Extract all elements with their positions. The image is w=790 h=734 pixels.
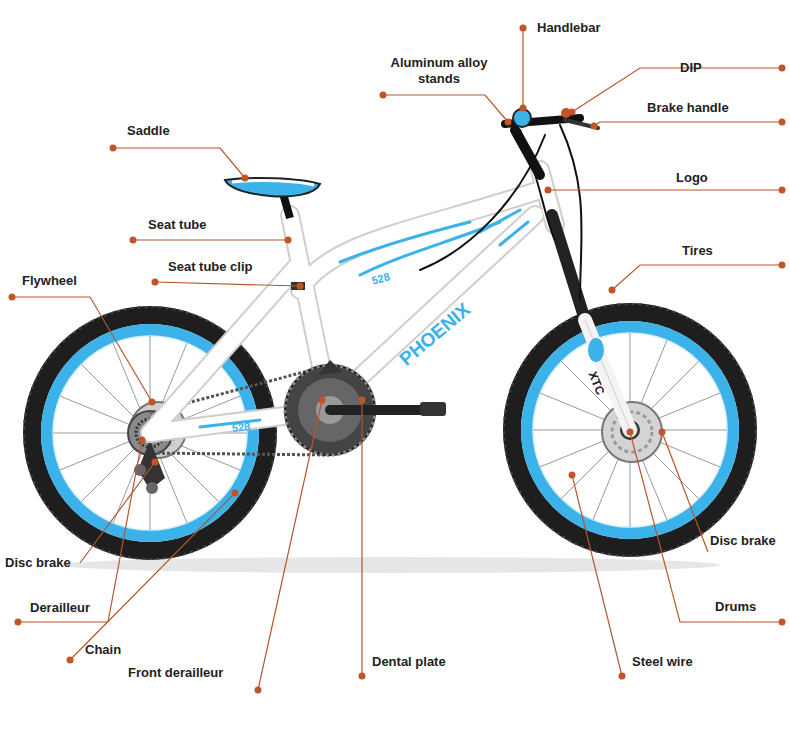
part-label: Logo [676,170,708,186]
model-number: 528 [231,421,250,434]
part-label: Derailleur [30,600,90,616]
part-label: Brake handle [647,100,729,116]
part-label: Disc brake [5,555,71,571]
rear-derailleur [134,440,165,494]
part-label: Chain [85,642,121,658]
front-wheel [504,304,756,556]
part-label: Seat tube clip [168,259,253,275]
part-label: Dental plate [372,654,446,670]
part-label: Steel wire [632,654,693,670]
part-label: Flywheel [22,273,77,289]
part-label: Seat tube [148,217,207,233]
part-label: Handlebar [537,20,601,36]
part-label: Drums [715,599,756,615]
part-label: Tires [682,243,713,259]
crankset [285,360,446,455]
part-label: Aluminum alloy stands [383,55,495,87]
model-number: 528 [370,271,391,287]
part-label: Front derailleur [128,665,223,681]
part-label: DIP [680,60,702,76]
leader-lines [12,28,782,690]
part-label: Saddle [127,123,170,139]
handlebar [420,108,598,300]
suspension-fork [552,215,630,430]
part-label: Disc brake [710,533,776,549]
leader-dots [9,25,786,694]
